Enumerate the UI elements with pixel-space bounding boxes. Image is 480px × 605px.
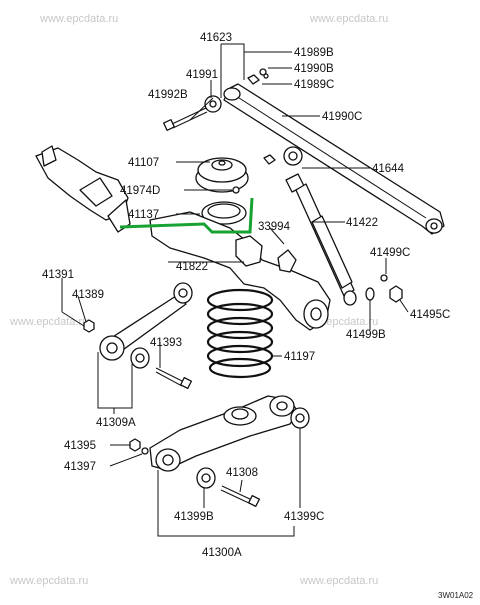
part-label-41395[interactable]: 41395 [64,440,96,452]
part-label-41822[interactable]: 41822 [176,261,208,273]
spring-seat-drawing [195,157,249,194]
part-label-41990b[interactable]: 41990B [294,63,334,75]
part-label-41308[interactable]: 41308 [226,467,258,479]
part-label-41197[interactable]: 41197 [284,351,315,363]
watermark: www.epcdata.ru [309,13,388,25]
part-labels: 41623 41989B 41990B 41991 41989C 41992B … [42,32,450,559]
highlight-outline [119,197,254,234]
part-label-41300a[interactable]: 41300A [202,547,242,559]
part-label-41399c[interactable]: 41399C [284,511,324,523]
lower-arm-drawing [129,395,310,508]
part-label-41137[interactable]: 41137 [128,209,159,221]
watermark: www.epcdata.ru [9,316,88,328]
part-label-41990c[interactable]: 41990C [322,111,362,123]
part-label-33994[interactable]: 33994 [258,221,291,233]
part-label-41389[interactable]: 41389 [72,289,104,301]
part-label-41422[interactable]: 41422 [346,217,378,229]
coil-spring-drawing [206,288,274,379]
part-label-41989c[interactable]: 41989C [294,79,334,91]
part-label-41107[interactable]: 41107 [128,157,159,169]
part-label-41397[interactable]: 41397 [64,461,96,473]
axle-housing-drawing [35,145,131,233]
part-label-41499b[interactable]: 41499B [346,329,386,341]
lower-rod-drawing [83,282,193,390]
watermark: www.epcdata.ru [9,575,88,587]
part-label-41495c[interactable]: 41495C [410,309,450,321]
part-label-41623[interactable]: 41623 [200,32,232,44]
upper-lateral-rod-drawing [163,68,445,235]
part-label-41309a[interactable]: 41309A [96,417,136,429]
spring-pad-drawing [201,201,247,225]
part-label-41399b[interactable]: 41399B [174,511,214,523]
part-label-41393[interactable]: 41393 [150,337,182,349]
part-label-41391[interactable]: 41391 [42,269,74,281]
leader-lines [61,43,409,537]
part-label-41992b[interactable]: 41992B [148,89,188,101]
part-label-41499c[interactable]: 41499C [370,247,410,259]
part-label-41989b[interactable]: 41989B [294,47,334,59]
shock-absorber-drawing [285,173,403,306]
watermarks: www.epcdata.ru www.epcdata.ru www.epcdat… [9,13,388,587]
part-label-41644[interactable]: 41644 [372,163,405,175]
diagram-code: 3W01A02 [438,591,474,600]
watermark: www.epcdata.ru [299,575,378,587]
knuckle-drawing [149,211,331,331]
part-label-41991[interactable]: 41991 [186,69,218,81]
watermark: www.epcdata.ru [39,13,118,25]
part-label-41974d[interactable]: 41974D [120,185,160,197]
